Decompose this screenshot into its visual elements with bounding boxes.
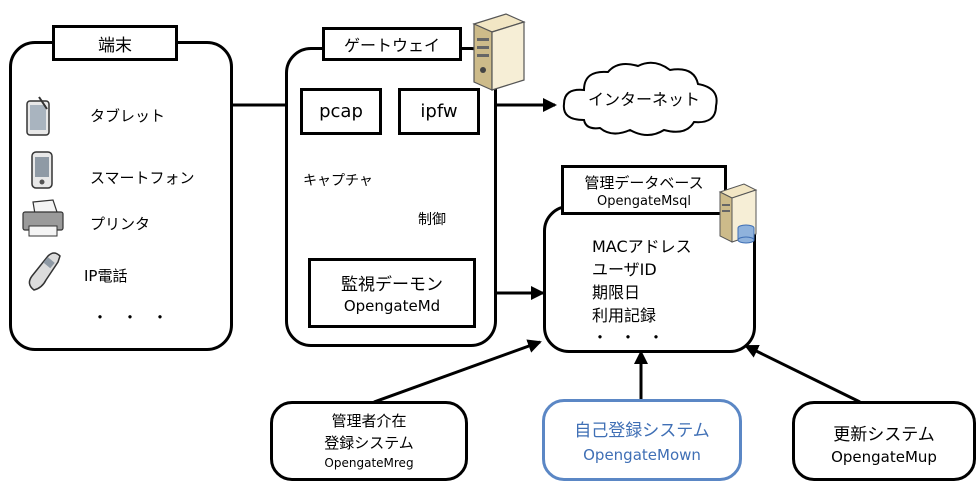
db-field-usage-log: 利用記録 bbox=[592, 306, 657, 325]
gateway-server-icon bbox=[472, 13, 526, 91]
database-name: OpengateMsql bbox=[597, 194, 691, 209]
admin-system-name: OpengateMreg bbox=[324, 456, 414, 470]
db-ellipsis: ・・・ bbox=[592, 328, 677, 347]
admin-system-line2: 登録システム bbox=[324, 434, 414, 452]
admin-system-box: 管理者介在 登録システム OpengateMreg bbox=[270, 401, 468, 481]
database-server-icon bbox=[718, 183, 758, 244]
database-title-box: 管理データベース OpengateMsql bbox=[561, 165, 727, 215]
terminal-group bbox=[9, 41, 233, 351]
db-field-userid: ユーザID bbox=[592, 260, 657, 279]
internet-cloud bbox=[562, 61, 718, 136]
ip-phone-icon bbox=[28, 252, 61, 291]
admin-database-arrow bbox=[373, 339, 542, 404]
self-registration-box: 自己登録システム OpengateMown bbox=[542, 399, 742, 481]
daemon-name: OpengateMd bbox=[343, 297, 441, 315]
database-title: 管理データベース bbox=[584, 174, 704, 192]
terminal-ellipsis: ・・・ bbox=[92, 308, 183, 327]
terminal-title: 端末 bbox=[52, 25, 178, 61]
self-registration-name: OpengateMown bbox=[583, 446, 701, 464]
device-label-tablet: タブレット bbox=[90, 107, 166, 125]
pcap-box: pcap bbox=[300, 88, 382, 135]
update-database-arrow bbox=[744, 344, 861, 404]
daemon-box: 監視デーモン OpengateMd bbox=[308, 258, 476, 328]
control-label: 制御 bbox=[418, 212, 446, 228]
update-system-name: OpengateMup bbox=[831, 448, 937, 466]
update-system-box: 更新システム OpengateMup bbox=[792, 401, 976, 481]
capture-label: キャプチャ bbox=[303, 173, 373, 189]
daemon-title: 監視デーモン bbox=[341, 275, 443, 295]
db-field-expiry: 期限日 bbox=[592, 283, 641, 302]
device-label-smartphone: スマートフォン bbox=[90, 169, 195, 187]
device-label-printer: プリンタ bbox=[90, 215, 151, 233]
smartphone-icon bbox=[31, 151, 53, 189]
self-registration-title: 自己登録システム bbox=[574, 421, 710, 441]
update-system-title: 更新システム bbox=[833, 425, 935, 445]
ipfw-box: ipfw bbox=[398, 88, 480, 135]
db-field-mac: MACアドレス bbox=[592, 237, 692, 256]
admin-system-line1: 管理者介在 bbox=[331, 412, 407, 430]
internet-label: インターネット bbox=[588, 90, 701, 109]
device-label-ip-phone: IP電話 bbox=[84, 267, 128, 285]
printer-icon bbox=[22, 199, 64, 237]
gateway-title: ゲートウェイ bbox=[322, 27, 462, 61]
tablet-icon bbox=[26, 96, 50, 136]
